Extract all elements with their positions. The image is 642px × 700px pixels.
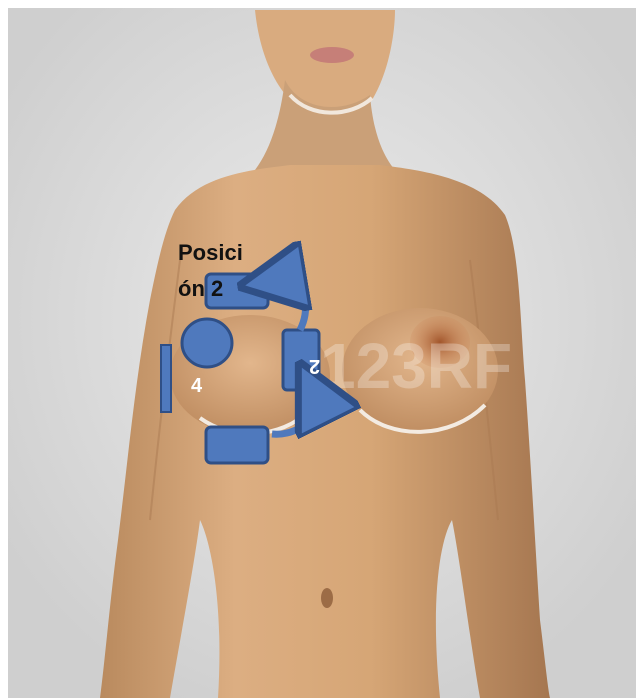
side-bar-marker [161, 345, 171, 412]
side-number: 4 [191, 376, 202, 396]
position-label-line2: ón 2 [178, 276, 223, 302]
circle-marker [182, 319, 232, 367]
position-label-line1: Posici [178, 240, 243, 266]
rotated-number: 2 [309, 356, 320, 376]
watermark-text: 123RF [320, 330, 512, 402]
bottom-marker [206, 427, 268, 463]
